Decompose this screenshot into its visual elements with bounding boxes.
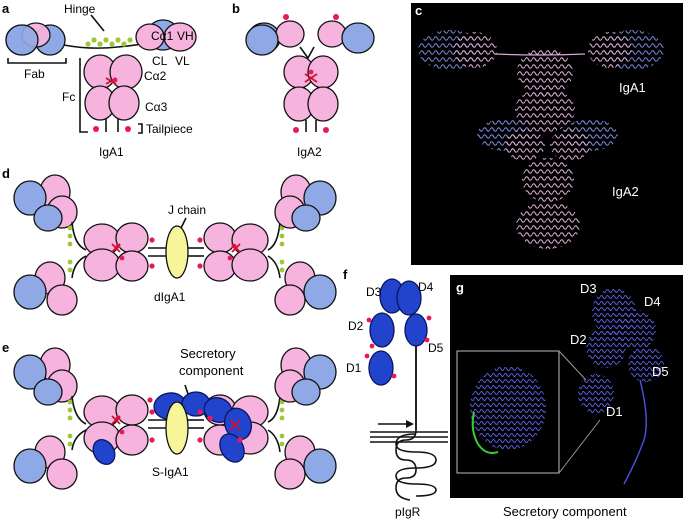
- pigr-d5: [404, 313, 428, 347]
- pigr-d2: [369, 312, 395, 348]
- hinge-glycans-e-right: [279, 399, 285, 447]
- hinge-glycans-d-right: [279, 225, 285, 273]
- cl-label: CL: [152, 54, 168, 68]
- hinge-pointer: [90, 14, 105, 32]
- panel-letter-d: d: [2, 166, 10, 181]
- pigr-label: pIgR: [395, 505, 421, 519]
- panel-letter-f: f: [343, 267, 348, 282]
- pigr-d1-label: D1: [346, 361, 362, 375]
- panel-f: f D3 D4 D2 D5 D1 pIgR: [343, 267, 448, 519]
- secretory-label-line2: component: [179, 363, 244, 378]
- panel-g: g D3 D4 D2 D5 D1 Secretory component: [450, 275, 683, 519]
- ca3-label: Cα3: [145, 100, 168, 114]
- panel-letter-g: g: [456, 280, 464, 295]
- s-iga1-label: S-IgA1: [152, 465, 189, 479]
- sc-d5-label: D5: [652, 364, 669, 379]
- fc-region: [83, 54, 143, 132]
- panel-b: b IgA2: [232, 1, 375, 159]
- iga2-label-b: IgA2: [297, 145, 322, 159]
- fab-bracket: [7, 58, 67, 64]
- sc-d2-label: D2: [570, 332, 587, 347]
- vl-label: VL: [175, 54, 190, 68]
- vh-label: VH: [177, 29, 194, 43]
- iga1-label: IgA1: [99, 145, 124, 159]
- pigr-d1: [368, 350, 394, 386]
- fab-label: Fab: [24, 67, 45, 81]
- ca1-label: Cα1: [151, 29, 174, 43]
- sc-d4-label: D4: [644, 294, 661, 309]
- sc-structure: [578, 288, 664, 485]
- j-chain-label: J chain: [168, 203, 206, 217]
- j-chain-e: [165, 401, 189, 455]
- fab-left-b: [245, 20, 305, 56]
- tailpiece-label: Tailpiece: [146, 122, 193, 136]
- fc-bracket: [79, 58, 88, 133]
- panel-c: c IgA1 IgA2: [411, 3, 683, 265]
- panel-d: d: [2, 166, 337, 316]
- fab-right: [135, 19, 197, 52]
- panel-letter-e: e: [2, 340, 9, 355]
- d1-inset-ribbon: [470, 366, 546, 454]
- hinge-label: Hinge: [64, 2, 96, 16]
- pigr-d4-label: D4: [418, 280, 434, 294]
- diga1-label: dIgA1: [154, 290, 186, 304]
- panel-e: e: [2, 340, 337, 490]
- hinge-glycans-e-left: [67, 399, 73, 447]
- hinge-glycans-d-left: [67, 225, 73, 273]
- fab-left: [5, 22, 66, 56]
- secretory-label-line1: Secretory: [180, 346, 236, 361]
- pigr-d4: [396, 280, 422, 316]
- pigr-d3-label: D3: [366, 285, 382, 299]
- j-chain: [165, 225, 189, 279]
- hinge-b: [299, 46, 315, 60]
- pigr-d5-label: D5: [428, 341, 444, 355]
- tailpiece-bracket: [138, 123, 143, 134]
- panel-letter-b: b: [232, 1, 240, 16]
- hinge-glycans: [85, 37, 133, 47]
- secretory-component-caption: Secretory component: [503, 504, 627, 519]
- sc-d1-label: D1: [606, 404, 623, 419]
- iga1-structure-label: IgA1: [619, 80, 646, 95]
- panel-letter-c: c: [415, 3, 422, 18]
- iga2-structure: [477, 119, 618, 249]
- pigr-d2-label: D2: [348, 319, 364, 333]
- fab-right-b: [317, 20, 375, 54]
- fc-label: Fc: [62, 90, 75, 104]
- iga2-structure-label: IgA2: [612, 184, 639, 199]
- panel-letter-a: a: [2, 1, 10, 16]
- panel-a: a: [2, 1, 197, 159]
- sc-d3-label: D3: [580, 281, 597, 296]
- iga1-structure: [418, 30, 664, 132]
- ca2-label: Cα2: [144, 69, 167, 83]
